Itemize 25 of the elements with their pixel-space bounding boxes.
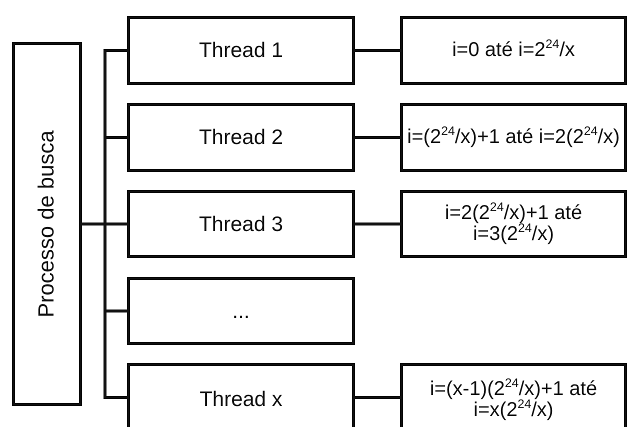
- thread-box: [127, 190, 355, 258]
- connector-line: [355, 49, 400, 52]
- range-box: [400, 16, 627, 85]
- thread-label: Thread 2: [198, 126, 284, 149]
- range-box: [400, 363, 627, 427]
- connector-line: [355, 136, 400, 139]
- thread-label: ...: [232, 300, 250, 322]
- range-text: i=(x-1)(2$^{24}$/x)+1 até i=x(2$^{24}$/x): [428, 378, 598, 420]
- range-box: [400, 103, 627, 172]
- thread-label: Thread 3: [198, 212, 284, 236]
- thread-box: [127, 103, 355, 172]
- process-box: [12, 42, 82, 406]
- thread-box: [127, 277, 355, 345]
- connector-line: [82, 222, 127, 399]
- thread-box: [127, 363, 355, 427]
- thread-label: Thread x: [200, 388, 282, 411]
- connector-line: [355, 222, 400, 226]
- connector-line: [355, 396, 400, 399]
- range-text: i=2(2$^{24}$/x)+1 até i=3(2$^{24}$/x): [444, 203, 584, 245]
- thread-box: [127, 16, 355, 85]
- thread-label: Thread 1: [198, 39, 284, 62]
- range-box: [400, 190, 627, 258]
- range-text: i=(2$^{24}$/x)+1 até i=2(2$^{24}$/x): [407, 127, 620, 148]
- range-text: i=0 até i=2$^{24}$/x: [452, 40, 575, 61]
- process-label: Processo de busca: [34, 130, 60, 318]
